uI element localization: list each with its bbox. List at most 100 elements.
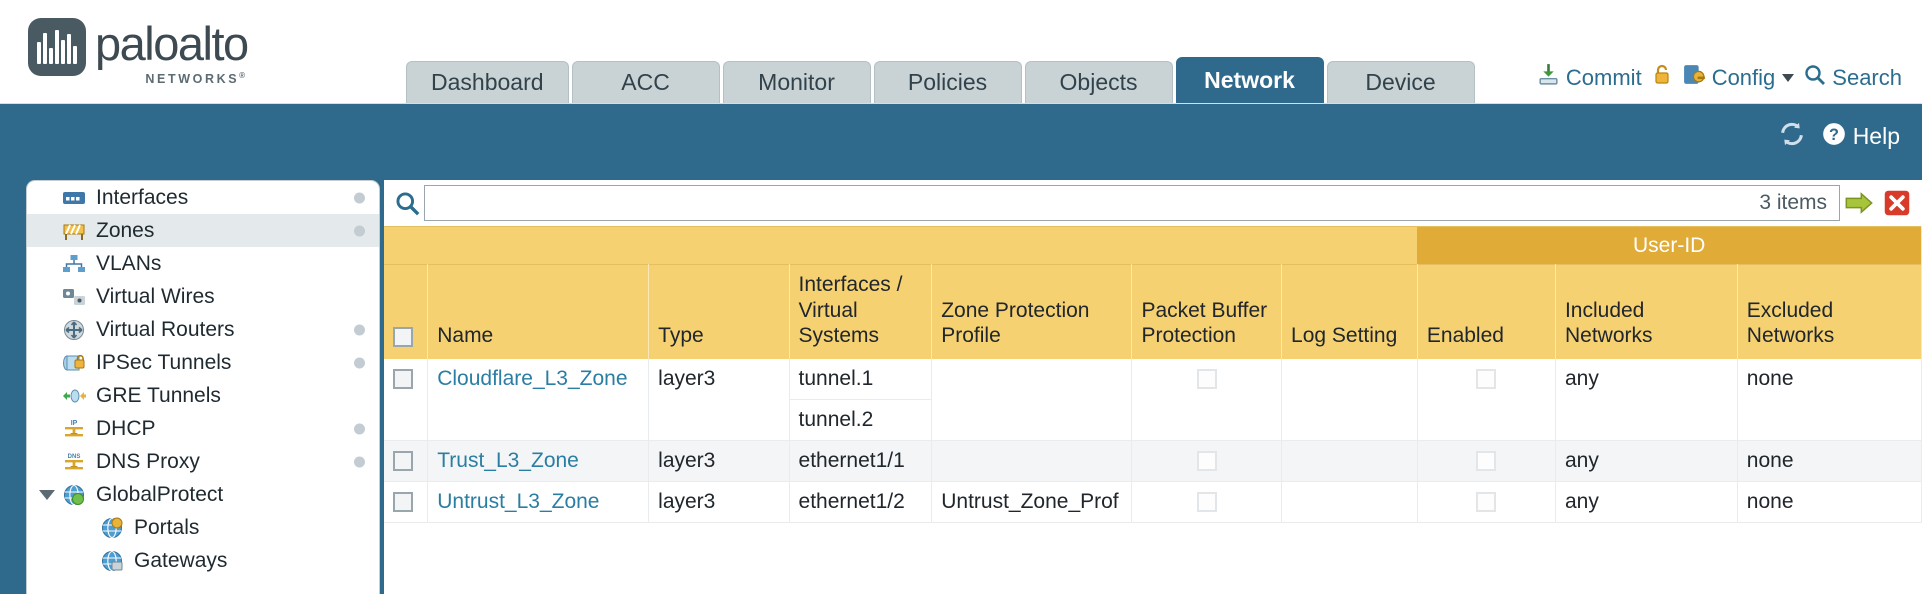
column-header-included-networks[interactable]: Included Networks bbox=[1555, 263, 1738, 359]
packet-buffer-protection-checkbox[interactable] bbox=[1196, 492, 1217, 513]
config-icon bbox=[1682, 62, 1707, 93]
column-header-row: Name Type Interfaces / Virtual Systems Zone… bbox=[384, 263, 1922, 359]
select-all-checkbox[interactable] bbox=[393, 326, 413, 347]
tab-dashboard[interactable]: Dashboard bbox=[406, 61, 569, 103]
zone-name-link[interactable]: Cloudflare_L3_Zone bbox=[437, 366, 628, 390]
portals-icon bbox=[99, 517, 125, 539]
tab-policies[interactable]: Policies bbox=[873, 61, 1022, 103]
sidebar-item-label: Portals bbox=[134, 515, 200, 539]
row-select-checkbox[interactable] bbox=[393, 369, 413, 390]
tab-acc[interactable]: ACC bbox=[571, 61, 720, 103]
interfaces-cell: ethernet1/1 bbox=[789, 440, 933, 482]
zone-protection-profile-cell bbox=[931, 358, 1133, 441]
sidebar-item-status-dot bbox=[354, 192, 365, 203]
column-header-packet-buffer-protection[interactable]: Packet Buffer Protection bbox=[1131, 263, 1283, 359]
vlans-icon bbox=[61, 253, 87, 275]
sidebar-item-virtual-wires[interactable]: Virtual Wires bbox=[27, 280, 379, 313]
sidebar-item-virtual-routers[interactable]: Virtual Routers bbox=[27, 313, 379, 346]
sidebar-item-label: Interfaces bbox=[96, 185, 189, 209]
zone-name-link[interactable]: Trust_L3_Zone bbox=[437, 448, 579, 472]
tab-label: Network bbox=[1204, 67, 1295, 93]
zone-name-cell: Untrust_L3_Zone bbox=[427, 481, 650, 523]
userid-enabled-cell bbox=[1417, 358, 1556, 441]
zone-type-cell: layer3 bbox=[648, 358, 790, 441]
userid-enabled-checkbox[interactable] bbox=[1476, 369, 1497, 390]
lock-button[interactable] bbox=[1651, 63, 1673, 93]
sidebar-item-status-dot bbox=[354, 225, 365, 236]
banner-actions: ? Help bbox=[1777, 120, 1900, 153]
clear-filter-button[interactable] bbox=[1878, 189, 1916, 217]
help-link[interactable]: ? Help bbox=[1821, 121, 1900, 153]
chevron-down-icon bbox=[1782, 73, 1795, 82]
tab-monitor[interactable]: Monitor bbox=[722, 61, 871, 103]
column-header-enabled[interactable]: Enabled bbox=[1417, 263, 1556, 359]
search-button[interactable]: Search bbox=[1803, 63, 1902, 93]
zones-table-head: User-ID Name Type Interfaces / Virtual Sys… bbox=[384, 226, 1922, 359]
sidebar-item-gateways[interactable]: Gateways bbox=[27, 544, 379, 577]
sidebar-item-ipsec-tunnels[interactable]: IPSec Tunnels bbox=[27, 346, 379, 379]
tab-label: ACC bbox=[621, 69, 670, 95]
column-header-label: Excluded Networks bbox=[1746, 298, 1835, 348]
expand-collapse-triangle-icon[interactable] bbox=[39, 489, 55, 500]
zone-protection-profile-cell: Untrust_Zone_Prof bbox=[931, 481, 1133, 523]
commit-label: Commit bbox=[1565, 64, 1642, 90]
packet-buffer-protection-checkbox[interactable] bbox=[1196, 369, 1217, 390]
tab-network[interactable]: Network bbox=[1175, 57, 1324, 103]
dhcp-icon: IP bbox=[61, 418, 87, 440]
column-header-zone-protection-profile[interactable]: Zone Protection Profile bbox=[931, 263, 1133, 359]
sidebar-item-zones[interactable]: Zones bbox=[27, 214, 379, 247]
column-header-log-setting[interactable]: Log Setting bbox=[1281, 263, 1418, 359]
excluded-networks-cell: none bbox=[1737, 440, 1922, 482]
tab-device[interactable]: Device bbox=[1326, 61, 1475, 103]
sidebar-item-gre-tunnels[interactable]: GRE Tunnels bbox=[27, 379, 379, 412]
column-header-name[interactable]: Name bbox=[427, 263, 650, 359]
apply-filter-button[interactable] bbox=[1840, 190, 1878, 216]
column-header-label: Type bbox=[658, 324, 704, 348]
zones-table: User-ID Name Type Interfaces / Virtual Sys… bbox=[384, 226, 1922, 523]
zone-protection-profile-cell bbox=[931, 440, 1133, 482]
column-header-label: Interfaces / Virtual Systems bbox=[798, 273, 903, 348]
search-input[interactable] bbox=[435, 186, 1829, 220]
sidebar-item-interfaces[interactable]: Interfaces bbox=[27, 181, 379, 214]
context-banner: ? Help bbox=[0, 104, 1922, 172]
zone-name-link[interactable]: Untrust_L3_Zone bbox=[437, 489, 600, 513]
row-select-cell bbox=[384, 358, 429, 441]
column-header-label: Name bbox=[437, 324, 494, 348]
sidebar-item-portals[interactable]: Portals bbox=[27, 511, 379, 544]
config-dropdown[interactable]: Config bbox=[1682, 62, 1795, 93]
sidebar-item-status-dot bbox=[354, 456, 365, 467]
interfaces-cell: ethernet1/2 bbox=[789, 481, 933, 523]
userid-enabled-checkbox[interactable] bbox=[1476, 451, 1497, 472]
sidebar-item-label: IPSec Tunnels bbox=[96, 350, 232, 374]
column-header-interfaces-virtual-systems[interactable]: Interfaces / Virtual Systems bbox=[789, 263, 933, 359]
column-header-type[interactable]: Type bbox=[648, 263, 790, 359]
filter-search-icon[interactable] bbox=[390, 190, 424, 217]
commit-button[interactable]: Commit bbox=[1536, 62, 1642, 93]
column-header-excluded-networks[interactable]: Excluded Networks bbox=[1737, 263, 1922, 359]
sidebar-item-status-dot bbox=[354, 357, 365, 368]
sidebar-item-label: Gateways bbox=[134, 548, 228, 572]
packet-buffer-protection-cell bbox=[1131, 481, 1283, 523]
row-select-checkbox[interactable] bbox=[393, 492, 413, 513]
lock-icon bbox=[1651, 63, 1673, 93]
sidebar-item-globalprotect[interactable]: GlobalProtect bbox=[27, 478, 379, 511]
zone-name-cell: Cloudflare_L3_Zone bbox=[427, 358, 650, 441]
packet-buffer-protection-checkbox[interactable] bbox=[1196, 451, 1217, 472]
sidebar-item-vlans[interactable]: VLANs bbox=[27, 247, 379, 280]
row-select-checkbox[interactable] bbox=[393, 451, 413, 472]
gateways-icon bbox=[99, 550, 125, 572]
userid-enabled-checkbox[interactable] bbox=[1476, 492, 1497, 513]
included-networks-cell: any bbox=[1555, 358, 1738, 441]
tab-objects[interactable]: Objects bbox=[1024, 61, 1173, 103]
help-label: Help bbox=[1852, 123, 1900, 149]
refresh-icon[interactable] bbox=[1777, 120, 1807, 153]
log-setting-cell bbox=[1281, 440, 1418, 482]
group-header-row: User-ID bbox=[384, 226, 1922, 265]
